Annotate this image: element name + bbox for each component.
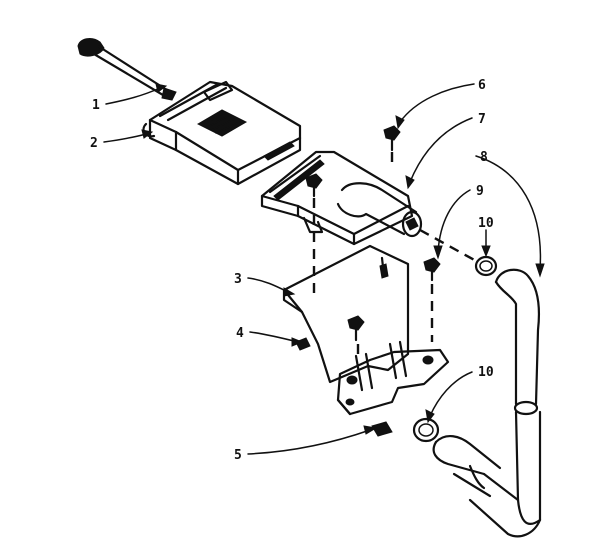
lower-mounting-plate bbox=[336, 340, 450, 416]
callout-7: 7 bbox=[478, 112, 486, 127]
callout-4: 4 bbox=[236, 326, 244, 341]
callout-10-lower: 10 bbox=[478, 365, 494, 380]
callout-9: 9 bbox=[476, 184, 484, 199]
part-8-hose bbox=[432, 268, 542, 538]
callout-6: 6 bbox=[478, 78, 486, 93]
leader-lines bbox=[103, 83, 545, 455]
mounting-screws bbox=[305, 173, 441, 342]
callout-10-upper: 10 bbox=[478, 216, 494, 231]
callout-1: 1 bbox=[92, 98, 100, 113]
part-7-valve-body bbox=[260, 150, 423, 246]
assembly-lines bbox=[312, 152, 479, 356]
part-3-bracket bbox=[282, 244, 410, 384]
callout-5: 5 bbox=[234, 448, 242, 463]
part-10-clamp-lower bbox=[412, 417, 440, 443]
part-1-probe bbox=[77, 38, 177, 101]
callout-8: 8 bbox=[480, 150, 488, 165]
part-6-screw bbox=[383, 125, 401, 152]
callout-3: 3 bbox=[234, 272, 242, 287]
part-5-nut bbox=[371, 421, 393, 437]
part-2-tray bbox=[142, 80, 302, 186]
part-10-clamp-upper bbox=[474, 255, 498, 277]
callout-2: 2 bbox=[90, 136, 98, 151]
